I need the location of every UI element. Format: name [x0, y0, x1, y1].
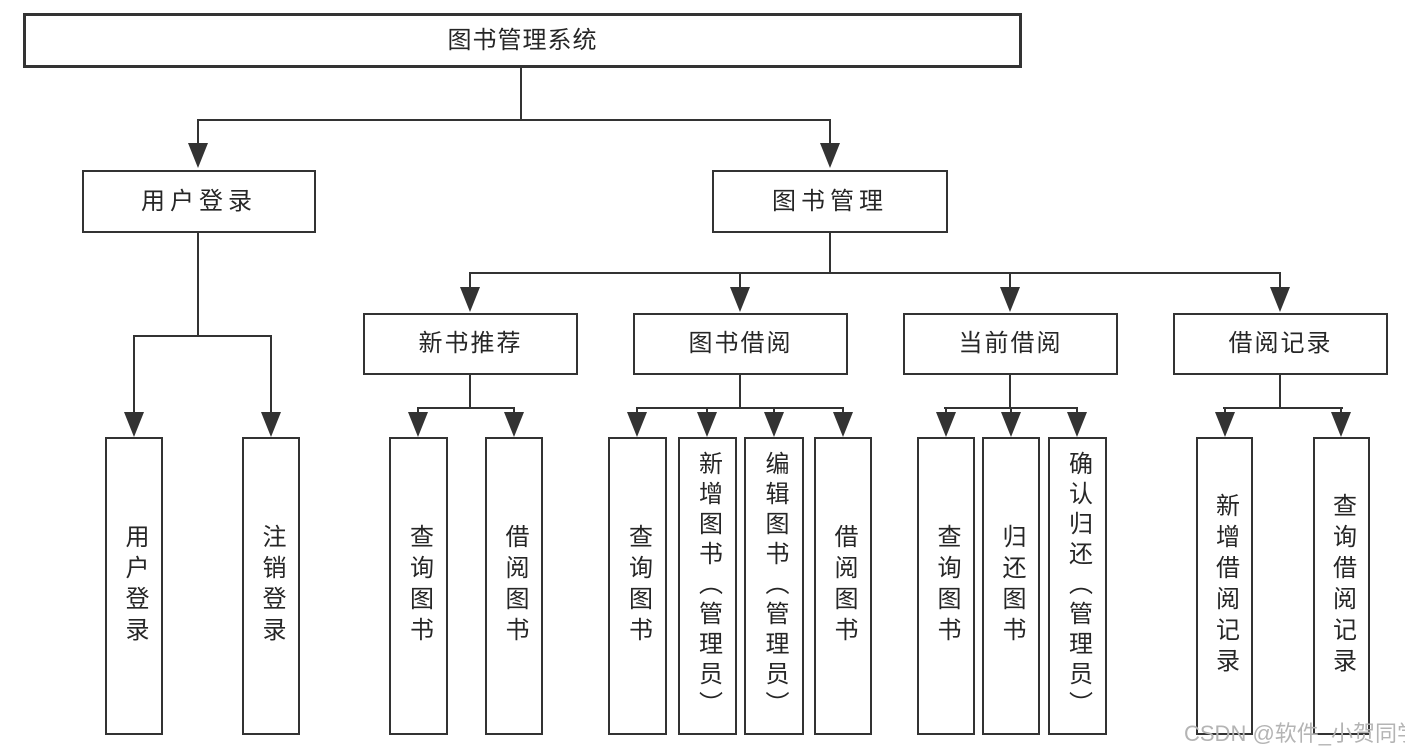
connector-line [133, 335, 135, 412]
connector-line [829, 233, 831, 272]
connector-line [417, 407, 515, 409]
leaf-borrow-books-borrow: 借阅图书 [814, 437, 872, 735]
connector-line [417, 407, 419, 414]
node-new-book-recommendation: 新书推荐 [363, 313, 578, 375]
connector-line [469, 272, 1281, 274]
leaf-borrow-books-recommend: 借阅图书 [485, 437, 543, 735]
arrowhead-icon [188, 143, 208, 168]
arrowhead-icon [261, 412, 281, 437]
node-user-login: 用户登录 [82, 170, 316, 233]
connector-line [945, 407, 947, 414]
arrowhead-icon [764, 412, 784, 437]
connector-line [1340, 407, 1342, 414]
connector-line [1009, 375, 1011, 407]
connector-line [739, 272, 741, 287]
connector-line [197, 119, 831, 121]
arrowhead-icon [820, 143, 840, 168]
leaf-query-books-recommend: 查询图书 [389, 437, 448, 735]
leaf-user-login: 用户登录 [105, 437, 163, 735]
connector-line [1279, 272, 1281, 287]
leaf-return-book: 归还图书 [982, 437, 1040, 735]
connector-line [469, 375, 471, 407]
connector-line [1009, 272, 1011, 287]
arrowhead-icon [833, 412, 853, 437]
leaf-edit-book-admin: 编辑图书（管理员） [744, 437, 804, 735]
connector-line [197, 233, 199, 335]
node-book-management: 图书管理 [712, 170, 948, 233]
connector-line [636, 407, 844, 409]
connector-line [706, 407, 708, 414]
connector-line [197, 119, 199, 143]
connector-line [1224, 407, 1226, 414]
arrowhead-icon [1067, 412, 1087, 437]
connector-line [1076, 407, 1078, 414]
connector-line [1010, 407, 1012, 414]
leaf-query-books-current: 查询图书 [917, 437, 975, 735]
arrowhead-icon [1270, 287, 1290, 312]
leaf-query-books-borrow: 查询图书 [608, 437, 667, 735]
node-current-borrowing: 当前借阅 [903, 313, 1118, 375]
connector-line [739, 375, 741, 407]
connector-line [513, 407, 515, 414]
watermark: CSDN @软件_小贺同学 [1184, 721, 1405, 746]
arrowhead-icon [1215, 412, 1235, 437]
node-book-borrowing: 图书借阅 [633, 313, 848, 375]
arrowhead-icon [936, 412, 956, 437]
arrowhead-icon [1000, 287, 1020, 312]
leaf-query-borrow-record: 查询借阅记录 [1313, 437, 1370, 735]
arrowhead-icon [124, 412, 144, 437]
arrowhead-icon [730, 287, 750, 312]
node-library-management-system: 图书管理系统 [23, 13, 1022, 68]
connector-line [520, 68, 522, 119]
arrowhead-icon [460, 287, 480, 312]
connector-line [1223, 407, 1343, 409]
connector-line [773, 407, 775, 414]
connector-line [270, 335, 272, 412]
node-borrowing-records: 借阅记录 [1173, 313, 1388, 375]
leaf-logout: 注销登录 [242, 437, 300, 735]
connector-line [133, 335, 272, 337]
connector-line [469, 272, 471, 287]
arrowhead-icon [627, 412, 647, 437]
leaf-add-book-admin: 新增图书（管理员） [678, 437, 737, 735]
connector-line [636, 407, 638, 414]
arrowhead-icon [408, 412, 428, 437]
leaf-add-borrow-record: 新增借阅记录 [1196, 437, 1253, 735]
connector-line [829, 119, 831, 143]
arrowhead-icon [1331, 412, 1351, 437]
arrowhead-icon [697, 412, 717, 437]
arrowhead-icon [1001, 412, 1021, 437]
leaf-confirm-return-admin: 确认归还（管理员） [1048, 437, 1107, 735]
arrowhead-icon [504, 412, 524, 437]
connector-line [1279, 375, 1281, 407]
connector-line [842, 407, 844, 414]
